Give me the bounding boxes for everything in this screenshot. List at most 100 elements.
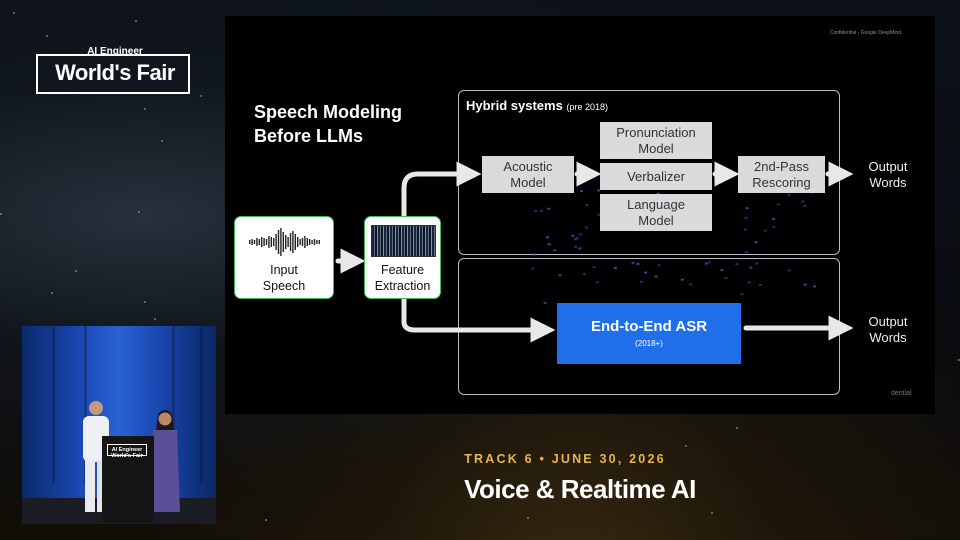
decorative-dot <box>580 190 584 193</box>
decorative-dot <box>680 278 684 281</box>
decorative-dot <box>747 281 751 284</box>
star <box>161 140 164 143</box>
star <box>50 291 53 294</box>
decorative-dot <box>613 266 617 269</box>
co-speaker-person <box>150 410 180 512</box>
decorative-dot <box>744 216 748 219</box>
curtain-fold <box>84 326 87 484</box>
decorative-dot <box>755 262 759 265</box>
decorative-dot <box>585 204 589 207</box>
logo-frame <box>36 54 190 94</box>
waveform-bar <box>261 237 263 247</box>
input-speech-card: Input Speech <box>234 216 334 299</box>
e2e-title: End-to-End ASR <box>590 318 708 335</box>
decorative-dot <box>763 229 767 232</box>
decorative-dot <box>740 293 744 296</box>
decorative-dot <box>597 213 601 216</box>
confidential-label: Confidential - Google DeepMind <box>829 30 901 36</box>
decorative-dot <box>534 209 538 212</box>
decorative-dot <box>787 193 791 196</box>
output-words-top: Output Words <box>868 159 908 190</box>
decorative-dot <box>654 275 658 278</box>
decorative-dot <box>657 264 661 267</box>
rescoring-node: 2nd-Pass Rescoring <box>738 156 825 193</box>
decorative-dot <box>540 209 544 212</box>
waveform-bar <box>309 239 311 245</box>
feature-extraction-card: Feature Extraction <box>364 216 441 299</box>
waveform-bar <box>253 240 256 244</box>
star <box>144 108 147 111</box>
decorative-dot <box>735 263 739 266</box>
decorative-dot <box>704 262 708 265</box>
session-title: Voice & Realtime AI <box>464 474 696 504</box>
decorative-dot <box>689 283 693 286</box>
decorative-dot <box>772 218 776 221</box>
flow-arrows <box>335 161 854 343</box>
waveform-bar <box>318 240 320 244</box>
decorative-dot <box>574 245 578 248</box>
decorative-dot <box>553 249 557 252</box>
logo-small-text: AI Engineer <box>87 46 143 57</box>
curtain-fold <box>200 326 203 484</box>
decorative-dot <box>758 283 762 286</box>
acoustic-model-node: Acoustic Model <box>482 156 574 193</box>
decorative-dot <box>656 192 660 195</box>
decorative-dot <box>543 301 547 304</box>
decorative-dot <box>582 272 586 275</box>
decorative-dot <box>801 200 805 203</box>
arrow-feature-to-e2e <box>401 297 556 343</box>
curtain-fold <box>52 326 55 484</box>
decorative-dot <box>631 261 635 264</box>
language-model-node: Language Model <box>600 194 712 231</box>
decorative-dot <box>545 236 549 239</box>
waveform-bar <box>282 232 284 252</box>
decorative-dot <box>744 228 748 231</box>
star <box>264 519 267 522</box>
decorative-dot <box>772 225 776 228</box>
hybrid-period: (pre 2018) <box>566 102 608 112</box>
waveform-bar <box>289 233 292 251</box>
waveform-bar <box>268 236 270 248</box>
decorative-dot <box>578 233 582 236</box>
waveform-bar <box>249 240 251 244</box>
confidential-partial: dential <box>891 390 912 397</box>
input-speech-label: Input Speech <box>262 263 306 293</box>
waveform-bar <box>277 230 280 254</box>
waveform-bar <box>313 239 316 245</box>
waveform-bar <box>316 240 318 244</box>
waveform-bar <box>285 235 287 249</box>
star <box>711 511 714 514</box>
decorative-dot <box>578 247 582 250</box>
waveform-bar <box>263 238 265 246</box>
decorative-dot <box>707 261 711 264</box>
star <box>958 359 960 362</box>
decorative-dot <box>724 277 728 280</box>
decorative-dot <box>558 274 562 277</box>
star <box>580 479 583 482</box>
star <box>153 318 156 321</box>
logo-main-text: World's Fair <box>55 60 175 85</box>
star <box>45 35 48 38</box>
decorative-dot <box>813 285 817 288</box>
curtain-fold <box>172 326 175 484</box>
decorative-dot <box>787 269 791 272</box>
decorative-dot <box>776 203 780 206</box>
pronunciation-model-node: Pronunciation Model <box>600 122 712 159</box>
end-to-end-asr-node: End-to-End ASR (2018+) <box>557 303 741 364</box>
e2e-year: (2018+) <box>635 339 663 348</box>
star <box>526 516 529 519</box>
star <box>12 12 15 15</box>
waveform-icon <box>249 228 320 256</box>
waveform-bar <box>304 236 306 248</box>
decorative-dot <box>531 267 535 270</box>
star <box>135 19 138 22</box>
verbalizer-node: Verbalizer <box>600 163 712 190</box>
star <box>144 301 147 304</box>
decorative-dot <box>585 226 589 229</box>
star <box>0 213 3 216</box>
feature-extraction-label: Feature Extraction <box>374 263 431 293</box>
waveform-bar <box>301 238 304 246</box>
decorative-dot <box>744 251 748 254</box>
decorative-dot <box>592 266 596 269</box>
star <box>138 211 141 214</box>
